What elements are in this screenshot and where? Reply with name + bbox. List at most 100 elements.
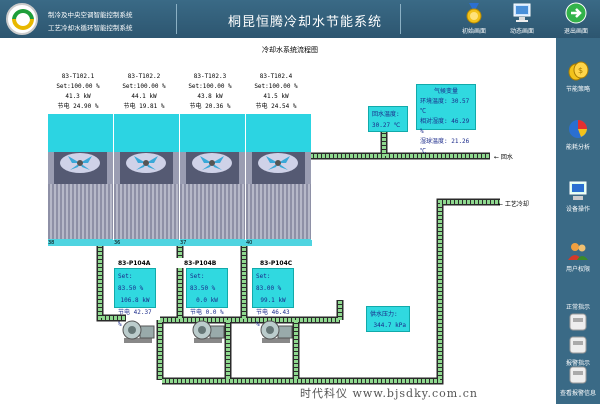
tower-set: Set:100.00 % [188, 83, 232, 90]
dynamic-screen-label: 动态画面 [509, 28, 534, 35]
initial-screen-button[interactable]: 初始画面 [454, 2, 494, 36]
fan-icon [60, 153, 100, 173]
sidebar-item-normal-indicator[interactable]: 正常指示 [556, 300, 600, 333]
sidebar-label: 报警指示 [565, 360, 590, 367]
process-cooling-label: ← 工艺冷却 [498, 201, 529, 208]
computer-icon [569, 181, 587, 200]
tower-info-3: 83-T102.3 Set:100.00 % 43.8 kW 节电 20.36 … [180, 72, 240, 112]
weather-ambient-temp: 环境温度: 30.57 ℃ [420, 98, 470, 115]
logo [6, 3, 38, 35]
dynamic-screen-button[interactable]: 动态画面 [502, 2, 542, 36]
cooling-tower-3[interactable] [180, 114, 245, 243]
tower-power: 43.8 kW [197, 93, 223, 100]
flow-diagram-title: 冷却水系统流程图 [262, 46, 318, 54]
tower-id: 83-T102.2 [127, 73, 161, 80]
weather-wetbulb: 湿球温度: 21.26 ℃ [420, 138, 470, 155]
header-divider [400, 4, 401, 34]
device-icon [569, 336, 587, 354]
right-sidebar: $ 节能策略 能耗分析 设备操作 用户权限 正常指示 [556, 38, 600, 404]
sidebar-item-device-operation[interactable]: 设备操作 [556, 180, 600, 213]
header-divider [176, 4, 177, 34]
weather-humidity: 相对湿度: 46.29 % [420, 118, 470, 135]
return-temp-value: 30.27 ℃ [372, 122, 401, 129]
pump-panel-c: Set: 83.00 % 99.1 kW 节电 46.43 % [252, 268, 294, 328]
tower-tag: 40 [246, 240, 253, 246]
pump-c[interactable] [258, 318, 294, 344]
pump-panel-a: Set: 83.50 % 106.8 kW 节电 42.37 % [114, 268, 156, 328]
pump-id: 83-P104C [260, 260, 293, 267]
tower-info-4: 83-T102.4 Set:100.00 % 41.5 kW 节电 24.54 … [246, 72, 306, 112]
users-icon [568, 243, 588, 260]
fan-icon [258, 153, 298, 173]
sidebar-item-energy-strategy[interactable]: $ 节能策略 [556, 60, 600, 93]
pump-power: 0.0 kW [196, 297, 218, 304]
fan-icon [192, 153, 232, 173]
sidebar-item-view-alarm-info[interactable]: 查看报警信息 [556, 364, 600, 397]
sidebar-item-energy-analysis[interactable]: 能耗分析 [556, 118, 600, 151]
sidebar-label: 查看报警信息 [559, 390, 596, 397]
sidebar-item-user-permissions[interactable]: 用户权限 [556, 240, 600, 273]
header-bar: 制冷及中央空调智能控制系统 工艺冷却水循环智能控制系统 桐昆恒腾冷却水节能系统 … [0, 0, 600, 38]
supply-pressure-label: 供水压力: [370, 311, 398, 318]
tower-power: 41.3 kW [65, 93, 91, 100]
supply-pressure-value: 344.7 kPa [373, 322, 406, 329]
exit-arrow-icon [565, 2, 587, 24]
pump-set: Set: 83.00 % [256, 273, 282, 292]
weather-title: 气候变量 [433, 88, 458, 95]
tower-set: Set:100.00 % [56, 83, 100, 90]
pump-saving: 节电 0.0 % [190, 309, 224, 316]
tower-saving: 节电 20.36 % [189, 103, 231, 110]
pump-power: 99.1 kW [260, 297, 286, 304]
tower-power: 44.1 kW [131, 93, 157, 100]
cooling-tower-1[interactable] [48, 114, 113, 243]
return-temp-panel: 回水温度: 30.27 ℃ [368, 106, 408, 132]
initial-screen-label: 初始画面 [461, 28, 486, 35]
monitor-icon [513, 3, 531, 22]
watermark: 时代科仪 www.bjsdky.com.cn [300, 387, 478, 400]
header-subtitle-2: 工艺冷却水循环智能控制系统 [48, 24, 133, 32]
header-subtitle-1: 制冷及中央空调智能控制系统 [48, 11, 133, 19]
exit-screen-button[interactable]: 退出画面 [556, 2, 596, 36]
return-water-label: ← 回水 [494, 154, 513, 161]
tower-saving: 节电 19.81 % [123, 103, 165, 110]
sidebar-label: 设备操作 [565, 206, 590, 213]
tower-id: 83-T102.1 [61, 73, 95, 80]
tower-tag: 37 [180, 240, 187, 246]
svg-text:$: $ [578, 66, 583, 75]
sidebar-label: 正常指示 [565, 304, 590, 311]
device-icon [569, 366, 587, 384]
pump-panel-b: Set: 83.50 % 0.0 kW 节电 0.0 % [186, 268, 228, 316]
pump-a[interactable] [120, 318, 156, 344]
supply-pressure-panel: 供水压力: 344.7 kPa [366, 306, 410, 332]
app-title: 桐昆恒腾冷却水节能系统 [228, 15, 383, 30]
cooling-tower-4[interactable] [246, 114, 311, 243]
tower-saving: 节电 24.90 % [57, 103, 99, 110]
fan-icon [126, 153, 166, 173]
tower-set: Set:100.00 % [254, 83, 298, 90]
tower-info-1: 83-T102.1 Set:100.00 % 41.3 kW 节电 24.90 … [48, 72, 108, 112]
sidebar-item-alarm-indicator[interactable]: 报警指示 [556, 334, 600, 367]
pump-b[interactable] [190, 318, 226, 344]
pump-saving: 节电 42.37 % [118, 309, 152, 328]
tower-id: 83-T102.3 [193, 73, 227, 80]
pipe-network [48, 130, 500, 385]
exit-screen-label: 退出画面 [563, 28, 588, 35]
tower-tag: 38 [48, 240, 55, 246]
pump-id: 83-P104A [118, 260, 151, 267]
sidebar-label: 节能策略 [565, 86, 590, 93]
weather-panel: 气候变量 环境温度: 30.57 ℃ 相对湿度: 46.29 % 湿球温度: 2… [416, 84, 476, 155]
coins-icon: $ [568, 61, 589, 81]
tower-info-2: 83-T102.2 Set:100.00 % 44.1 kW 节电 19.81 … [114, 72, 174, 112]
tower-power: 41.5 kW [263, 93, 289, 100]
pump-id: 83-P104B [184, 260, 217, 267]
pump-saving: 节电 46.43 % [256, 309, 290, 328]
tower-id: 83-T102.4 [259, 73, 293, 80]
return-temp-label: 回水温度: [372, 111, 400, 118]
pump-set: Set: 83.50 % [118, 273, 144, 292]
cooling-tower-2[interactable] [114, 114, 179, 243]
pump-power: 106.8 kW [120, 297, 150, 304]
sidebar-label: 用户权限 [565, 266, 590, 273]
medal-icon [466, 3, 482, 24]
tower-tag: 36 [114, 240, 121, 246]
tower-saving: 节电 24.54 % [255, 103, 297, 110]
